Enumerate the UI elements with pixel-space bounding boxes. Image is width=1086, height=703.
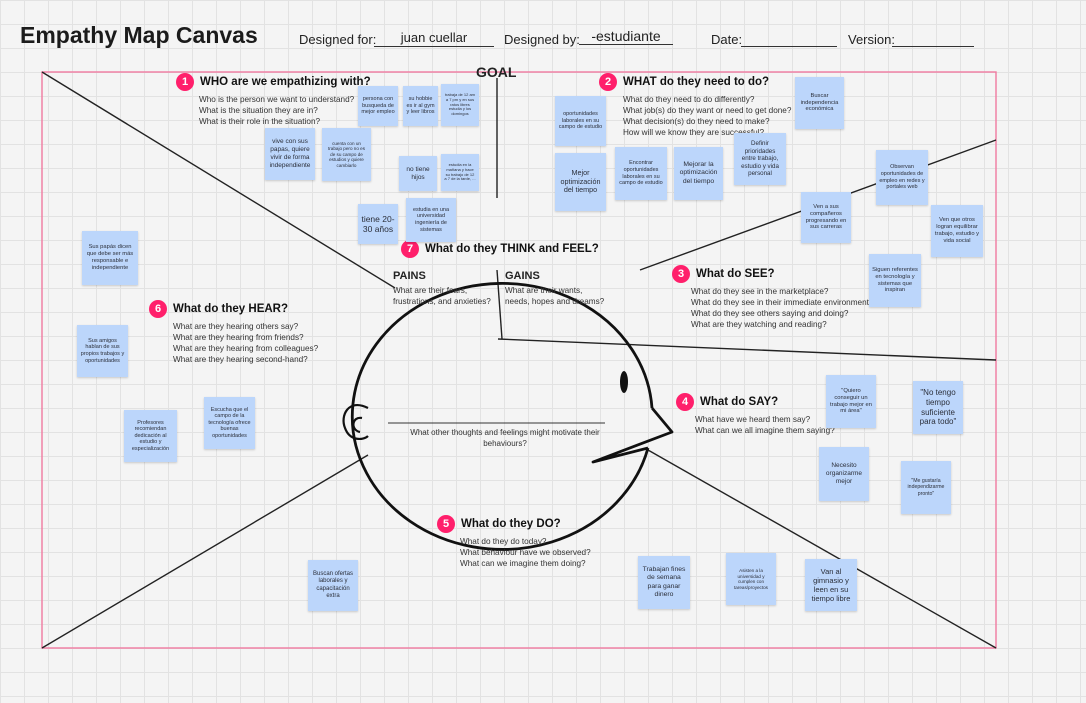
sticky-note[interactable]: tiene 20-30 años — [358, 204, 398, 244]
hear-question: What are they hearing others say? — [173, 322, 299, 331]
section-who-title: WHO are we empathizing with? — [200, 76, 371, 88]
need-question: What decision(s) do they need to make? — [623, 117, 770, 126]
section-think: 7 What do they THINK and FEEL? — [401, 240, 599, 261]
badge-4: 4 — [676, 393, 694, 411]
pains-question: What are their fears, — [393, 286, 468, 295]
section-say: 4 What do SAY? What have we heard them sa… — [676, 393, 835, 436]
pains-question: frustrations, and anxieties? — [393, 297, 491, 306]
sticky-note[interactable]: Van al gimnasio y leen en su tiempo libr… — [805, 559, 857, 611]
eye-icon — [620, 371, 628, 393]
sticky-note[interactable]: Buscar independencia económica — [795, 77, 844, 129]
designed-for-field[interactable]: juan cuellar — [374, 30, 494, 47]
section-do: 5 What do they DO? What do they do today?… — [437, 515, 591, 569]
see-question: What do they see in their immediate envi… — [691, 298, 874, 307]
need-question: How will we know they are successful? — [623, 128, 765, 137]
badge-7: 7 — [401, 240, 419, 258]
sticky-note[interactable]: "No tengo tiempo suficiente para todo" — [913, 381, 963, 434]
sticky-note[interactable]: Encontrar oportunidades laborales en su … — [615, 147, 667, 200]
who-question: What is their role in the situation? — [199, 117, 321, 126]
sticky-note[interactable]: oportunidades laborales en su campo de e… — [555, 96, 606, 146]
version-field[interactable] — [892, 30, 974, 47]
see-question: What are they watching and reading? — [691, 320, 827, 329]
version-label: Version: — [848, 32, 895, 47]
sticky-note[interactable]: Trabajan fines de semana para ganar dine… — [638, 556, 690, 609]
section-hear-title: What do they HEAR? — [173, 303, 288, 315]
sticky-note[interactable]: Ven que otros logran equilibrar trabajo,… — [931, 205, 983, 257]
sticky-note[interactable]: Mejorar la optimización del tiempo — [674, 147, 723, 200]
ear-icon — [342, 404, 369, 441]
section-see-title: What do SEE? — [696, 268, 775, 280]
diagonal-lines — [41, 71, 997, 649]
badge-1: 1 — [176, 73, 194, 91]
who-question: What is the situation they are in? — [199, 106, 318, 115]
do-question: What can we imagine them doing? — [460, 559, 586, 568]
see-question: What do they see in the marketplace? — [691, 287, 829, 296]
center-question: What other thoughts and feelings might m… — [410, 428, 600, 448]
designed-by-label: Designed by: — [504, 32, 580, 47]
sticky-note[interactable]: estudia en la mañana y hace su trabajo d… — [441, 154, 479, 191]
gains-question: needs, hopes and dreams? — [505, 297, 605, 306]
sticky-note[interactable]: Buscan ofertas laborales y capacitación … — [308, 560, 358, 611]
canvas-title: Empathy Map Canvas — [20, 22, 258, 48]
head-outline — [350, 281, 674, 551]
section-see: 3 What do SEE? What do they see in the ma… — [672, 265, 874, 330]
badge-3: 3 — [672, 265, 690, 283]
sticky-note[interactable]: trabaja de 12 am a 7 pm y en sus ratos l… — [441, 84, 479, 126]
date-label: Date: — [711, 32, 743, 47]
need-question: What job(s) do they want or need to get … — [623, 106, 792, 115]
hear-question: What are they hearing second-hand? — [173, 355, 308, 364]
sticky-note[interactable]: Sus amigos hablan de sus propios trabajo… — [77, 325, 128, 377]
hear-question: What are they hearing from friends? — [173, 333, 304, 342]
do-question: What do they do today? — [460, 537, 547, 546]
sticky-note[interactable]: vive con sus papas, quiere vivir de form… — [265, 128, 315, 180]
section-hear: 6 What do they HEAR? What are they hearin… — [149, 300, 318, 365]
designed-for-label: Designed for: — [299, 32, 377, 47]
designed-by-field[interactable]: -estudiante — [579, 28, 673, 45]
goal-label: GOAL — [476, 64, 517, 80]
say-question: What have we heard them say? — [695, 415, 811, 424]
section-do-title: What do they DO? — [461, 518, 561, 530]
sticky-note[interactable]: Ven a sus compañeros progresando en sus … — [801, 192, 851, 243]
see-question: What do they see others saying and doing… — [691, 309, 849, 318]
pains-title: PAINS — [393, 270, 426, 282]
section-say-title: What do SAY? — [700, 396, 779, 408]
say-question: What can we all imagine them saying? — [695, 426, 835, 435]
sticky-note[interactable]: Mejor optimización del tiempo — [555, 153, 606, 211]
sticky-note[interactable]: Siguen referentes en tecnología y sistem… — [869, 254, 921, 307]
sticky-note[interactable]: Sus papás dicen que debe ser más respons… — [82, 231, 138, 285]
sticky-note[interactable]: no tiene hijos — [399, 156, 437, 191]
sticky-note[interactable]: estudia en una universidad ingeniería de… — [406, 198, 456, 242]
need-question: What do they need to do differently? — [623, 95, 755, 104]
sticky-note[interactable]: su hobbie es ir al gym y leer libros — [403, 86, 438, 126]
date-field[interactable] — [741, 30, 837, 47]
sticky-note[interactable]: cuenta con un trabajo pero no es de su c… — [322, 128, 371, 181]
sticky-note[interactable]: Asisten a la universidad y cumplen con t… — [726, 553, 776, 605]
section-who: 1 WHO are we empathizing with? Who is the… — [176, 73, 371, 127]
badge-6: 6 — [149, 300, 167, 318]
gains-question: What are their wants, — [505, 286, 583, 295]
sticky-note[interactable]: Profesores recomiendan dedicación al est… — [124, 410, 177, 462]
hear-question: What are they hearing from colleagues? — [173, 344, 319, 353]
sticky-note[interactable]: Necesito organizarme mejor — [819, 447, 869, 501]
section-need-title: WHAT do they need to do? — [623, 76, 770, 88]
sticky-note[interactable]: Observan oportunidades de empleo en rede… — [876, 150, 928, 205]
gains-title: GAINS — [505, 270, 540, 282]
who-question: Who is the person we want to understand? — [199, 95, 355, 104]
sticky-note[interactable]: "Quiero conseguir un trabajo mejor en mi… — [826, 375, 876, 428]
sticky-note[interactable]: Escucha que el campo de la tecnología of… — [204, 397, 255, 449]
do-question: What behaviour have we observed? — [460, 548, 591, 557]
sticky-note[interactable]: persona con busqueda de mejor empleo — [358, 86, 398, 126]
section-need: 2 WHAT do they need to do? What do they n… — [599, 73, 791, 138]
section-think-title: What do they THINK and FEEL? — [425, 243, 599, 255]
sticky-note[interactable]: "Me gustaría independizarme pronto" — [901, 461, 951, 514]
badge-2: 2 — [599, 73, 617, 91]
badge-5: 5 — [437, 515, 455, 533]
sticky-note[interactable]: Definir prioridades entre trabajo, estud… — [734, 133, 786, 185]
